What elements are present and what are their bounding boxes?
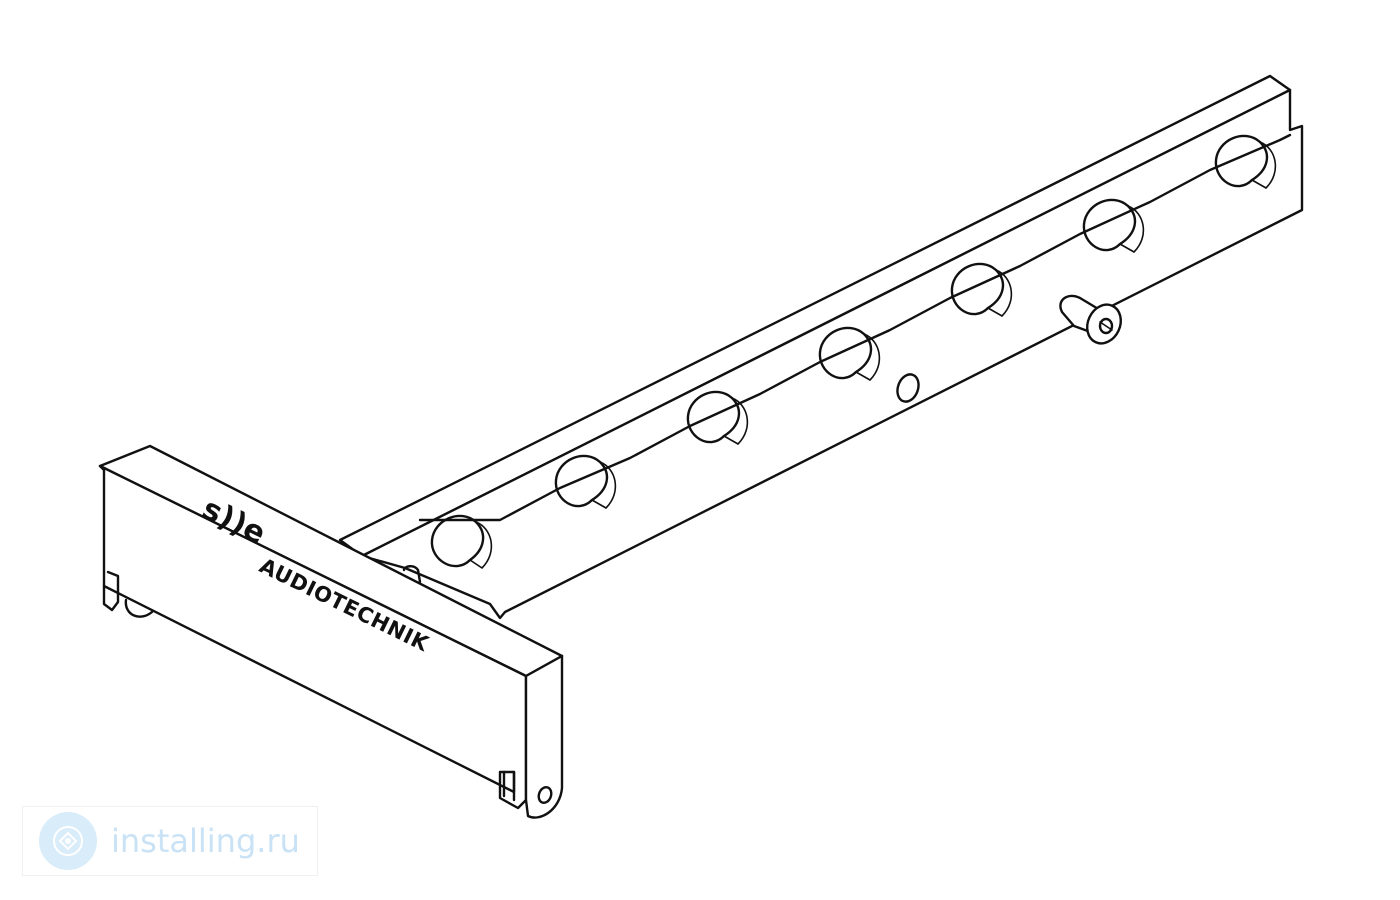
locking-pin — [1059, 294, 1122, 345]
watermark: installing.ru — [22, 806, 318, 876]
installing-logo-icon — [39, 812, 97, 870]
hole-3 — [686, 390, 749, 445]
hole-4 — [818, 326, 881, 381]
locating-hole — [896, 373, 920, 403]
hole-2 — [554, 454, 617, 509]
hole-6 — [1082, 198, 1145, 253]
front-plate — [98, 444, 564, 819]
hole-1 — [430, 514, 493, 569]
hole-5 — [950, 262, 1013, 317]
hole-7 — [1214, 134, 1277, 189]
installing-logo-icon-shape — [53, 826, 83, 856]
rail-holes — [430, 134, 1277, 569]
watermark-site-text: installing.ru — [111, 822, 300, 860]
rail-arm — [338, 74, 1304, 620]
